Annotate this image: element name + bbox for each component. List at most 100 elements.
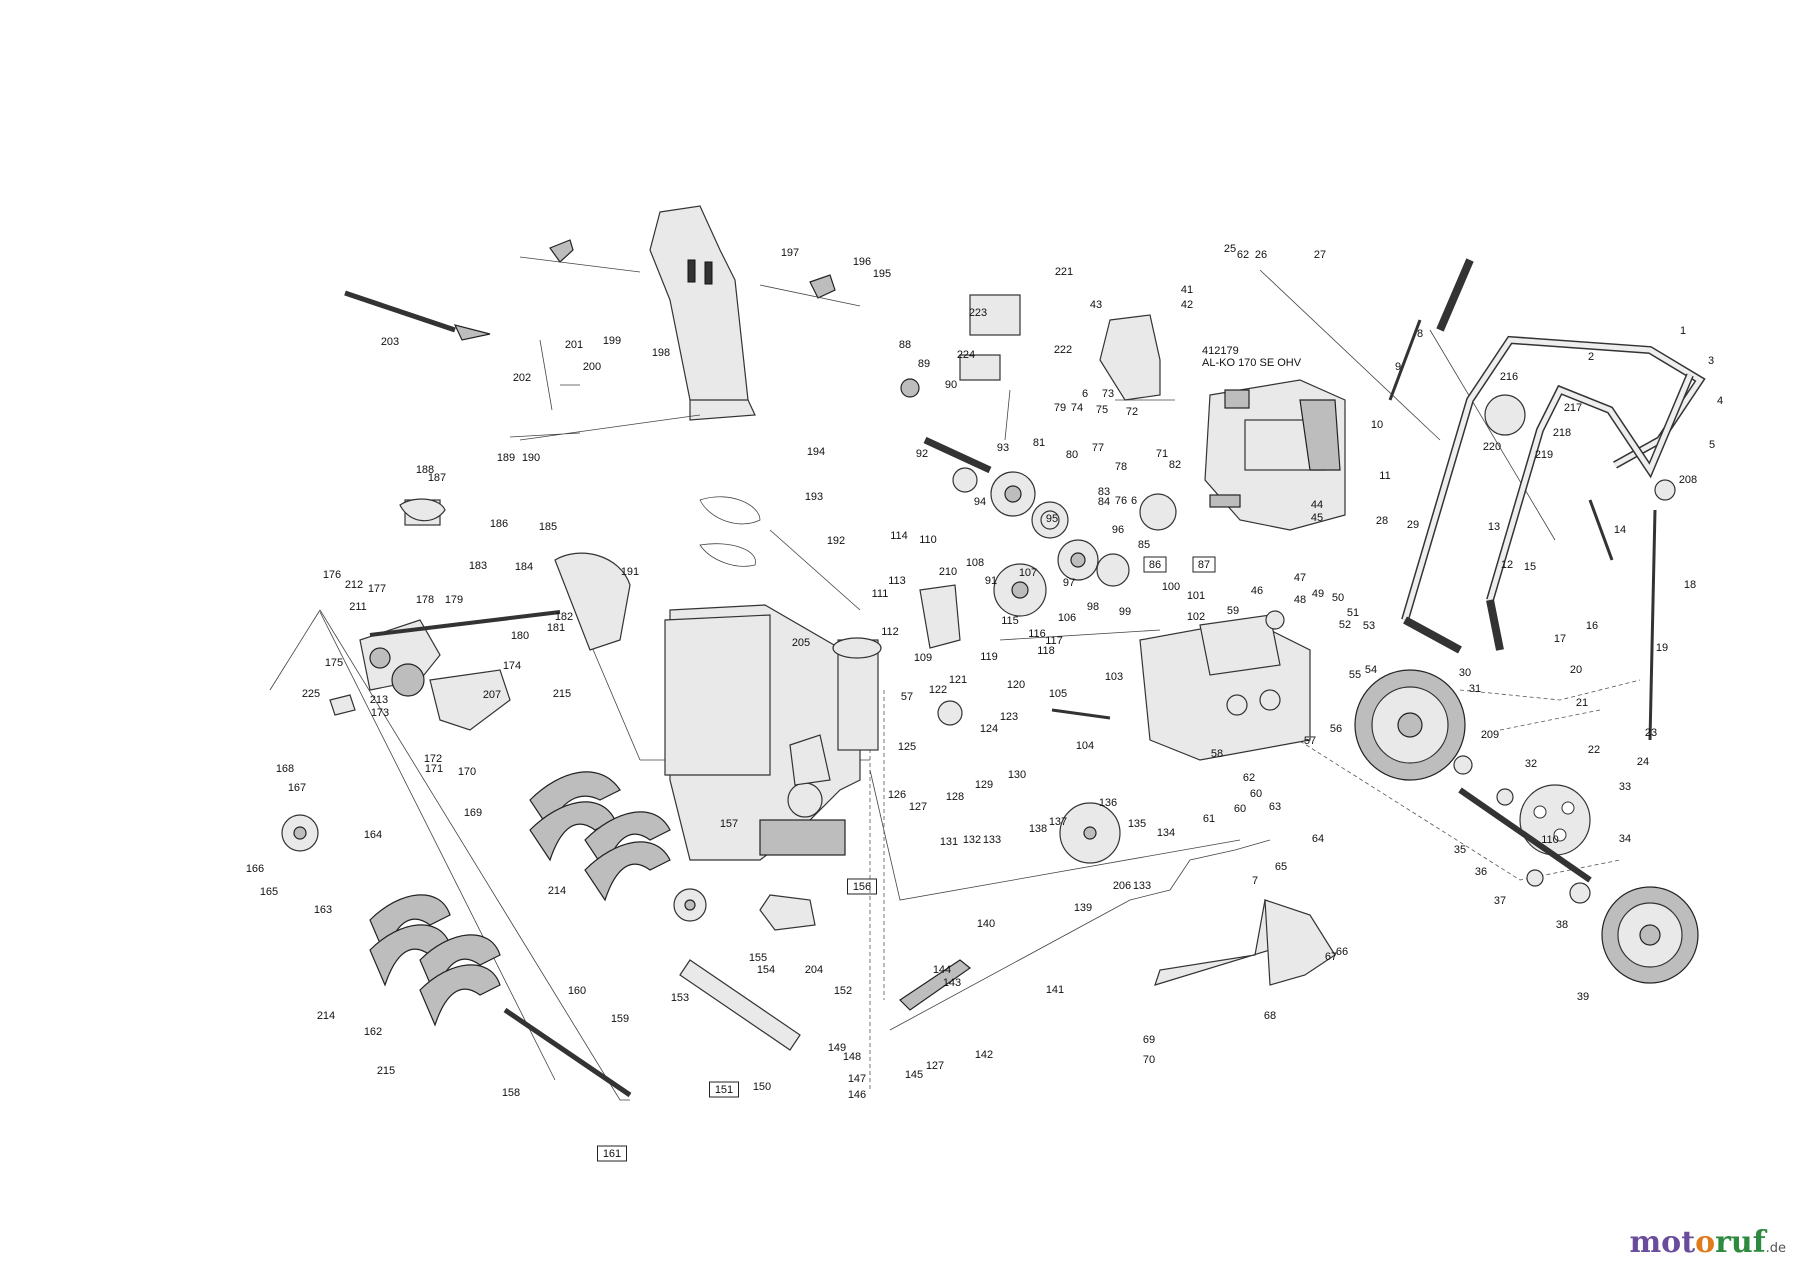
part-label: 219 [1535, 449, 1553, 461]
part-label: 143 [943, 977, 961, 989]
part-label: 201 [565, 339, 583, 351]
part-label: 195 [873, 268, 891, 280]
part-label: 190 [522, 452, 540, 464]
part-label: 107 [1019, 567, 1037, 579]
part-label: 207 [483, 689, 501, 701]
part-label: 198 [652, 347, 670, 359]
part-label: 80 [1066, 449, 1078, 461]
part-label: 12 [1501, 559, 1513, 571]
part-label: 163 [314, 904, 332, 916]
part-label: 55 [1349, 669, 1361, 681]
part-label: 202 [513, 372, 531, 384]
part-label: 215 [553, 688, 571, 700]
part-label: 76 [1115, 495, 1127, 507]
part-label: 122 [929, 684, 947, 696]
part-label: 196 [853, 256, 871, 268]
chute-crank-rod [344, 290, 491, 341]
label-box [597, 1145, 627, 1162]
part-label: 57 [901, 691, 913, 703]
part-label: 193 [805, 491, 823, 503]
part-label: 17 [1554, 633, 1566, 645]
part-label: 62 [1243, 772, 1255, 784]
part-label: 209 [1481, 729, 1499, 741]
part-label: 29 [1407, 519, 1419, 531]
part-label: 74 [1071, 402, 1083, 414]
part-label: 41 [1181, 284, 1193, 296]
part-label: 212 [345, 579, 363, 591]
part-label: 168 [276, 763, 294, 775]
part-label: 127 [909, 801, 927, 813]
part-label: 131 [940, 836, 958, 848]
part-label: 106 [1058, 612, 1076, 624]
part-label: 90 [945, 379, 957, 391]
part-label: 165 [260, 886, 278, 898]
part-label: 213 [370, 694, 388, 706]
part-label: 98 [1087, 601, 1099, 613]
part-label: 169 [464, 807, 482, 819]
part-label: 151 [715, 1084, 733, 1096]
part-label: 6 [1131, 495, 1137, 507]
part-label: 199 [603, 335, 621, 347]
part-label: 77 [1092, 442, 1104, 454]
part-label: 38 [1556, 919, 1568, 931]
part-label: 19 [1656, 642, 1668, 654]
part-label: 119 [980, 651, 998, 663]
part-label: 97 [1063, 577, 1075, 589]
part-label: 44 [1311, 499, 1323, 511]
part-label: 93 [997, 442, 1009, 454]
part-label: 103 [1105, 671, 1123, 683]
part-label: 70 [1143, 1054, 1155, 1066]
part-label: 157 [720, 818, 738, 830]
part-label: 6 [1082, 388, 1088, 400]
part-label: 79 [1054, 402, 1066, 414]
part-label: 110 [1541, 834, 1559, 846]
part-label: 25 [1224, 243, 1236, 255]
part-label: 65 [1275, 861, 1287, 873]
part-label: 23 [1645, 727, 1657, 739]
part-label: 14 [1614, 524, 1626, 536]
part-label: 135 [1128, 818, 1146, 830]
frame [1139, 614, 1311, 761]
part-label: 59 [1227, 605, 1239, 617]
part-label: 224 [957, 349, 975, 361]
part-label: 182 [555, 611, 573, 623]
part-label: 57 [1304, 735, 1316, 747]
part-label: 211 [349, 601, 367, 613]
part-label: 22 [1588, 744, 1600, 756]
part-label: 204 [805, 964, 823, 976]
part-label: 118 [1037, 645, 1055, 657]
part-label: 35 [1454, 844, 1466, 856]
part-label: 108 [966, 557, 984, 569]
part-label: 48 [1294, 594, 1306, 606]
part-label: 161 [603, 1148, 621, 1160]
label-box [709, 1081, 739, 1098]
part-label: 46 [1251, 585, 1263, 597]
part-label: 34 [1619, 833, 1631, 845]
part-label: 67 [1325, 951, 1337, 963]
part-label: 189 [497, 452, 515, 464]
part-label: 159 [611, 1013, 629, 1025]
part-label: 128 [946, 791, 964, 803]
discharge-chute [649, 205, 756, 421]
handle-bars [1401, 258, 1706, 654]
part-label: 64 [1312, 833, 1324, 845]
part-label: 221 [1055, 266, 1073, 278]
part-label: 210 [939, 566, 957, 578]
part-label: 111 [872, 588, 889, 600]
part-label: 225 [302, 688, 320, 700]
part-label: 69 [1143, 1034, 1155, 1046]
part-label: 152 [834, 985, 852, 997]
part-label: 99 [1119, 606, 1131, 618]
part-label: 54 [1365, 664, 1377, 676]
part-label: 191 [621, 566, 639, 578]
part-label: 84 [1098, 496, 1110, 508]
part-label: 104 [1076, 740, 1094, 752]
part-label: 197 [781, 247, 799, 259]
wheels [1354, 669, 1699, 984]
part-label: 180 [511, 630, 529, 642]
part-label: 148 [843, 1051, 861, 1063]
part-label: 7 [1252, 875, 1258, 887]
part-label: 61 [1203, 813, 1215, 825]
chute-rings [399, 294, 1676, 649]
